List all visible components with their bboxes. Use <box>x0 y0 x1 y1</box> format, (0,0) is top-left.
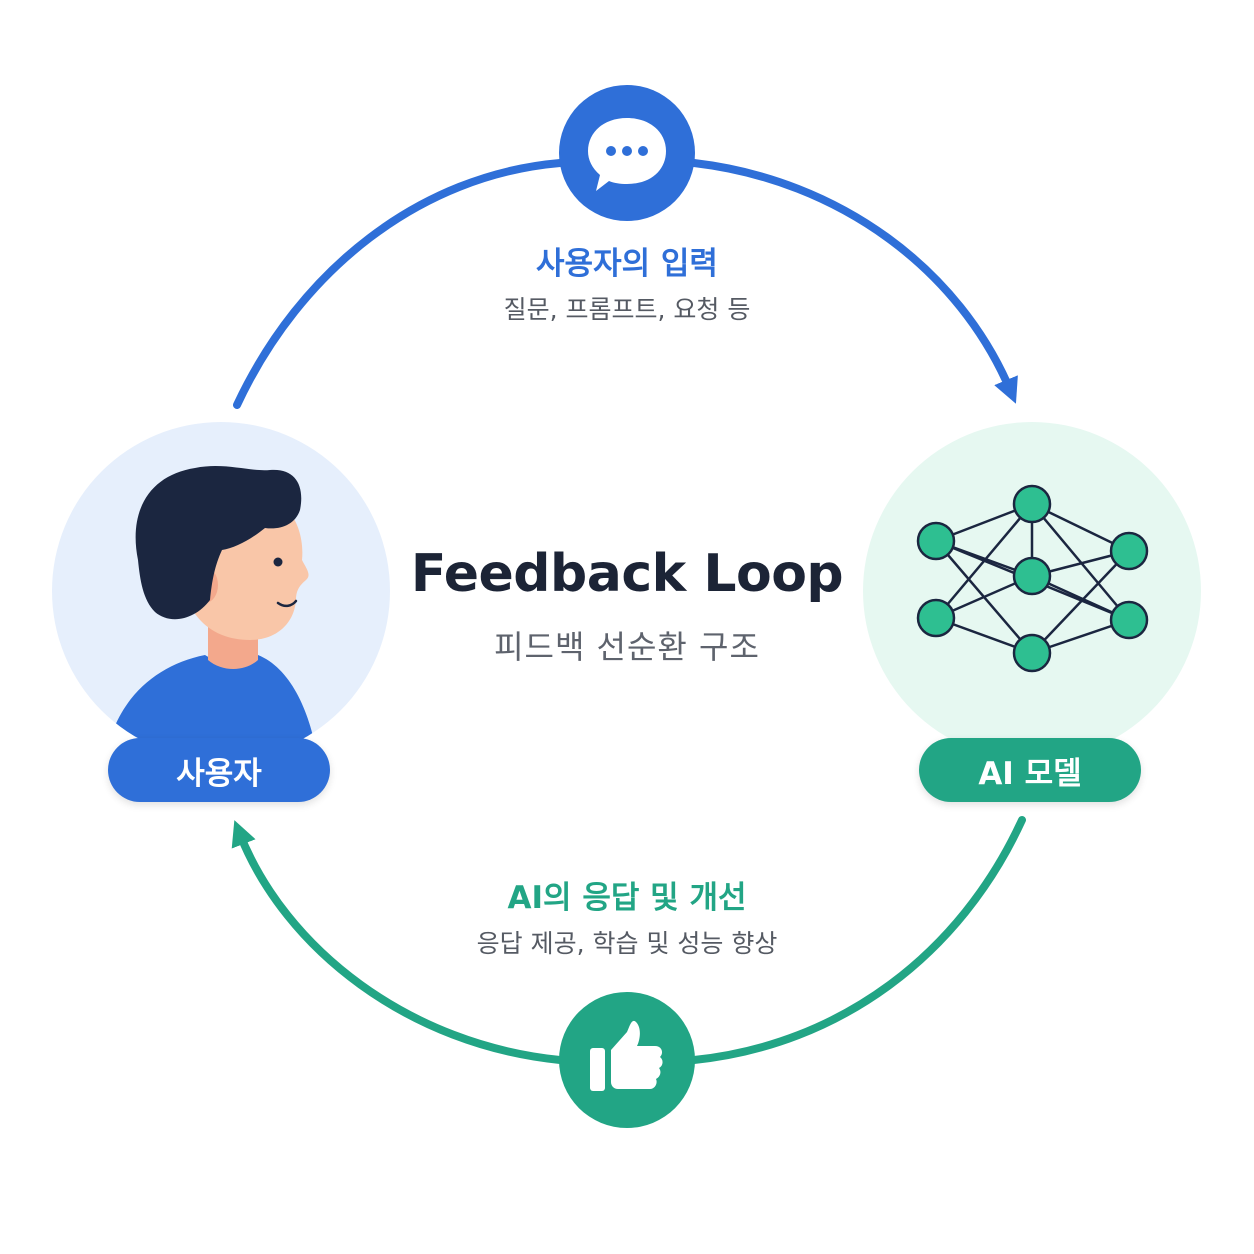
speech-bubble-icon <box>588 118 666 191</box>
arc-top-left <box>233 159 564 409</box>
diagram-title: Feedback Loop <box>410 544 844 604</box>
diagram-subtitle: 피드백 선순환 구조 <box>494 628 760 666</box>
top-step-title: 사용자의 입력 <box>536 246 718 282</box>
arc-bottom-right <box>690 816 1026 1064</box>
person-avatar-icon <box>105 466 318 760</box>
user-node-label: 사용자 <box>108 738 330 802</box>
bottom-step-title: AI의 응답 및 개선 <box>507 880 747 916</box>
user-node-label-text: 사용자 <box>176 755 262 792</box>
thumbs-up-icon <box>590 1020 663 1091</box>
bottom-step-badge <box>559 992 695 1128</box>
top-step-badge <box>559 85 695 221</box>
arc-bottom-left-arrow <box>231 820 564 1064</box>
neural-network-icon <box>916 484 1149 673</box>
ai-node-label: AI 모델 <box>919 738 1141 802</box>
top-step-description: 질문, 프롬프트, 요청 등 <box>503 295 751 324</box>
ai-node-label-text: AI 모델 <box>978 755 1082 792</box>
ai-node <box>863 422 1201 760</box>
arc-top-right-arrow <box>690 159 1018 404</box>
user-node <box>52 422 390 760</box>
bottom-step-description: 응답 제공, 학습 및 성능 향상 <box>476 929 778 958</box>
